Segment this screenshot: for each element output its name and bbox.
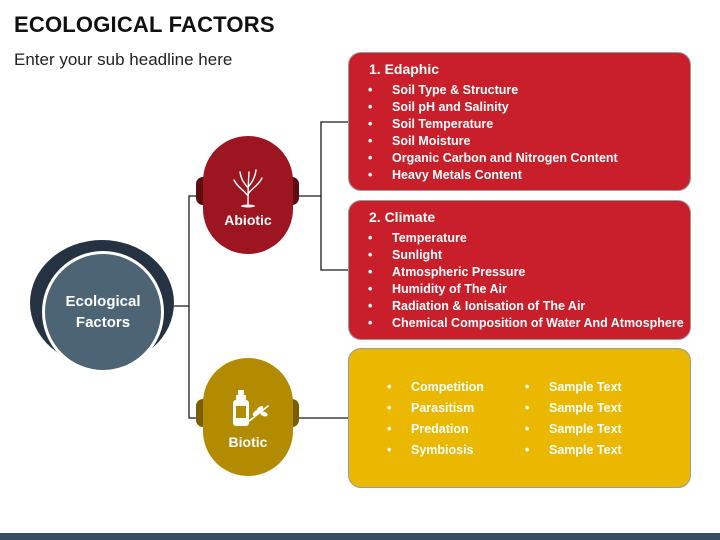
edaphic-list: Soil Type & Structure Soil pH and Salini… bbox=[367, 82, 618, 184]
list-item: Soil Type & Structure bbox=[367, 82, 618, 99]
list-item: Radiation & Ionisation of The Air bbox=[367, 298, 684, 315]
list-item: Sample Text bbox=[524, 419, 622, 440]
plant-sprout-icon bbox=[228, 166, 268, 208]
list-item: Heavy Metals Content bbox=[367, 167, 618, 184]
biotic-list-right: Sample Text Sample Text Sample Text Samp… bbox=[524, 377, 622, 461]
abiotic-label: Abiotic bbox=[224, 212, 272, 228]
list-item: Temperature bbox=[367, 230, 684, 247]
list-item: Parasitism bbox=[386, 398, 484, 419]
list-item: Soil Temperature bbox=[367, 116, 618, 133]
edaphic-heading: 1. Edaphic bbox=[369, 61, 440, 77]
list-item: Humidity of The Air bbox=[367, 281, 684, 298]
biotic-node: Biotic bbox=[203, 358, 293, 476]
list-item: Sample Text bbox=[524, 398, 622, 419]
list-item: Soil Moisture bbox=[367, 133, 618, 150]
footer-bar bbox=[0, 533, 720, 540]
biotic-list-left: Competition Parasitism Predation Symbios… bbox=[386, 377, 484, 461]
page-title: ECOLOGICAL FACTORS bbox=[14, 12, 275, 37]
page-subtitle: Enter your sub headline here bbox=[14, 50, 233, 69]
list-item: Chemical Composition of Water And Atmosp… bbox=[367, 315, 684, 332]
biotic-label: Biotic bbox=[228, 434, 268, 450]
edaphic-box: 1. Edaphic Soil Type & Structure Soil pH… bbox=[348, 52, 691, 191]
abiotic-node: Abiotic bbox=[203, 136, 293, 254]
center-node: Ecological Factors bbox=[42, 251, 164, 373]
list-item: Competition bbox=[386, 377, 484, 398]
connector-abiotic-to-boxes bbox=[293, 121, 350, 271]
center-node-label-line1: Ecological bbox=[65, 293, 141, 310]
center-node-label-line2: Factors bbox=[75, 314, 131, 331]
climate-list: Temperature Sunlight Atmospheric Pressur… bbox=[367, 230, 684, 332]
climate-heading: 2. Climate bbox=[369, 209, 436, 225]
biotic-box: Competition Parasitism Predation Symbios… bbox=[348, 348, 691, 488]
list-item: Predation bbox=[386, 419, 484, 440]
climate-box: 2. Climate Temperature Sunlight Atmosphe… bbox=[348, 200, 691, 340]
list-item: Soil pH and Salinity bbox=[367, 99, 618, 116]
connector-center-to-branches bbox=[174, 195, 204, 419]
list-item: Organic Carbon and Nitrogen Content bbox=[367, 150, 618, 167]
list-item: Atmospheric Pressure bbox=[367, 264, 684, 281]
list-item: Sample Text bbox=[524, 377, 622, 398]
list-item: Sample Text bbox=[524, 440, 622, 461]
bottle-leaf-icon bbox=[226, 388, 270, 430]
list-item: Sunlight bbox=[367, 247, 684, 264]
list-item: Symbiosis bbox=[386, 440, 484, 461]
